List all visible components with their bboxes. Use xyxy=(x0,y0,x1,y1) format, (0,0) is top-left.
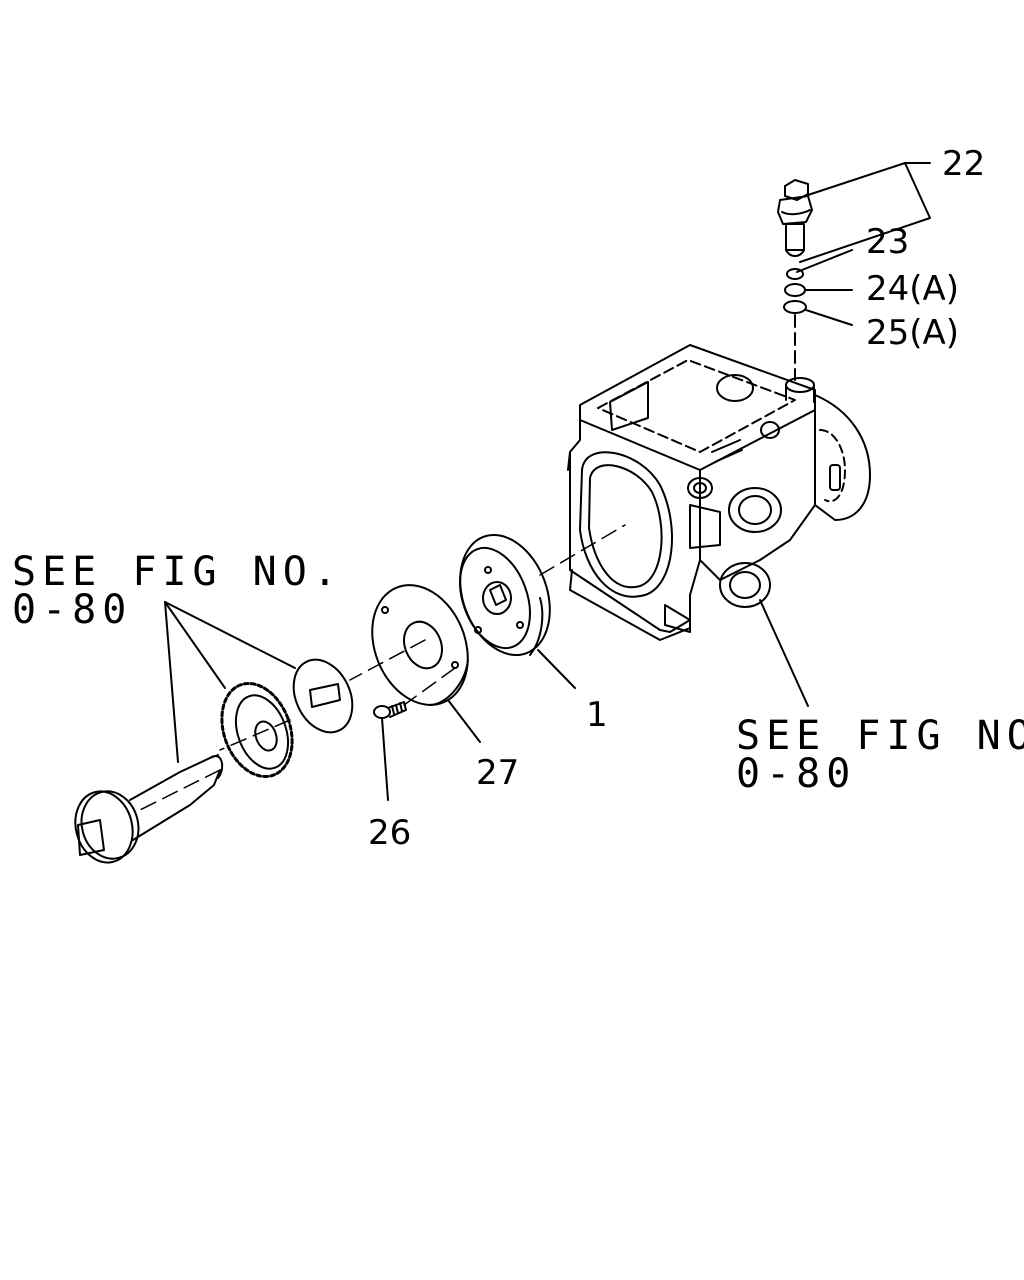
reference-right-line1: SEE FIG NO. xyxy=(736,713,1024,759)
part-22-valve xyxy=(778,180,812,256)
part-26-screw xyxy=(374,702,406,718)
shim-washer xyxy=(282,650,363,742)
reference-left-line1: SEE FIG NO. xyxy=(12,549,343,595)
pump-housing xyxy=(568,345,870,640)
callout-24: 24(A) xyxy=(866,269,960,309)
callout-23: 23 xyxy=(866,222,910,262)
reference-left-line2: 0-80 xyxy=(12,587,133,633)
drive-gear xyxy=(210,674,305,787)
reference-right-line2: 0-80 xyxy=(736,751,857,797)
callout-27: 27 xyxy=(476,753,520,793)
part-1-flange xyxy=(444,522,565,667)
assembly-axis-lines xyxy=(140,525,625,810)
part-23-seal xyxy=(787,269,803,279)
part-24-o-ring xyxy=(785,284,805,296)
part-25-o-ring xyxy=(784,301,806,313)
callout-22: 22 xyxy=(942,144,986,184)
callout-25: 25(A) xyxy=(866,313,960,353)
leader-lines xyxy=(165,163,930,800)
callout-1: 1 xyxy=(586,695,608,735)
drive-shaft xyxy=(68,755,223,869)
part-27-plate xyxy=(355,571,485,720)
callout-26: 26 xyxy=(368,813,412,853)
